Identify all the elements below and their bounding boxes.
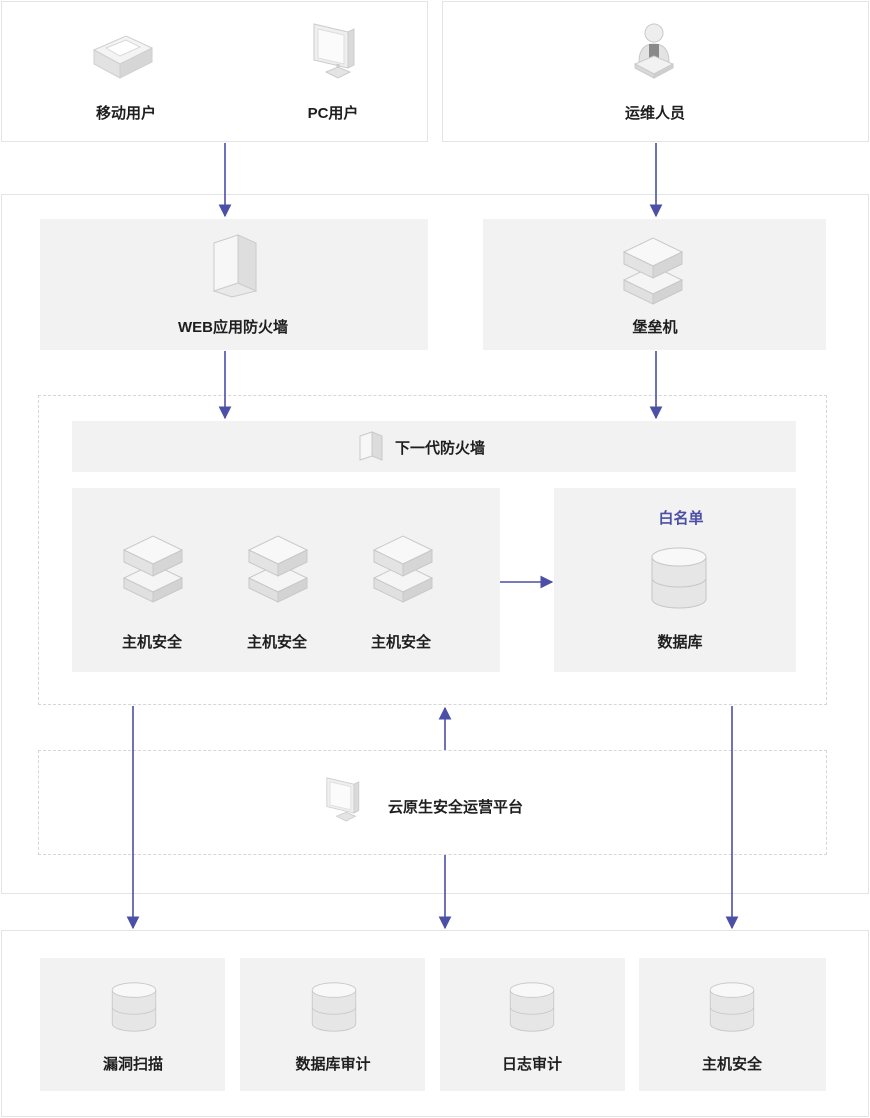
- core-zone: [38, 395, 827, 705]
- mobile-device-icon: [92, 35, 154, 79]
- ngfw-label: 下一代防火墙: [395, 440, 486, 457]
- ops-person-icon: [633, 23, 675, 79]
- ngfw-appliance-icon: [359, 431, 383, 461]
- waf-label: WEB应用防火墙: [178, 319, 288, 336]
- platform-monitor-icon: [326, 777, 360, 822]
- host-server-icon: [247, 535, 309, 603]
- db-audit-label: 数据库审计: [295, 1056, 371, 1073]
- database-icon: [111, 982, 157, 1032]
- bastion-server-icon: [622, 237, 684, 305]
- host-security-label: 主机安全: [121, 634, 183, 651]
- bastion-label: 堡垒机: [632, 319, 678, 336]
- database-icon: [509, 982, 555, 1032]
- mobile-user-label: 移动用户: [95, 105, 157, 122]
- database-icon: [709, 982, 755, 1032]
- ops-staff-label: 运维人员: [624, 105, 686, 122]
- host-server-icon: [372, 535, 434, 603]
- host-server-icon: [122, 535, 184, 603]
- platform-zone: [38, 750, 827, 855]
- host-security-label: 主机安全: [370, 634, 432, 651]
- host-security-bottom-label: 主机安全: [701, 1056, 763, 1073]
- log-audit-label: 日志审计: [501, 1056, 563, 1073]
- ngfw-bar: [72, 421, 796, 472]
- database-icon: [651, 547, 707, 609]
- database-label: 数据库: [657, 634, 703, 651]
- host-security-label: 主机安全: [246, 634, 308, 651]
- pc-user-label: PC用户: [307, 105, 359, 122]
- vuln-scan-label: 漏洞扫描: [102, 1056, 164, 1073]
- database-icon: [311, 982, 357, 1032]
- user-frame-left: [1, 1, 428, 142]
- pc-monitor-icon: [313, 23, 355, 79]
- whitelist-label: 白名单: [658, 510, 704, 527]
- platform-label: 云原生安全运营平台: [388, 799, 524, 816]
- waf-appliance-icon: [212, 234, 258, 298]
